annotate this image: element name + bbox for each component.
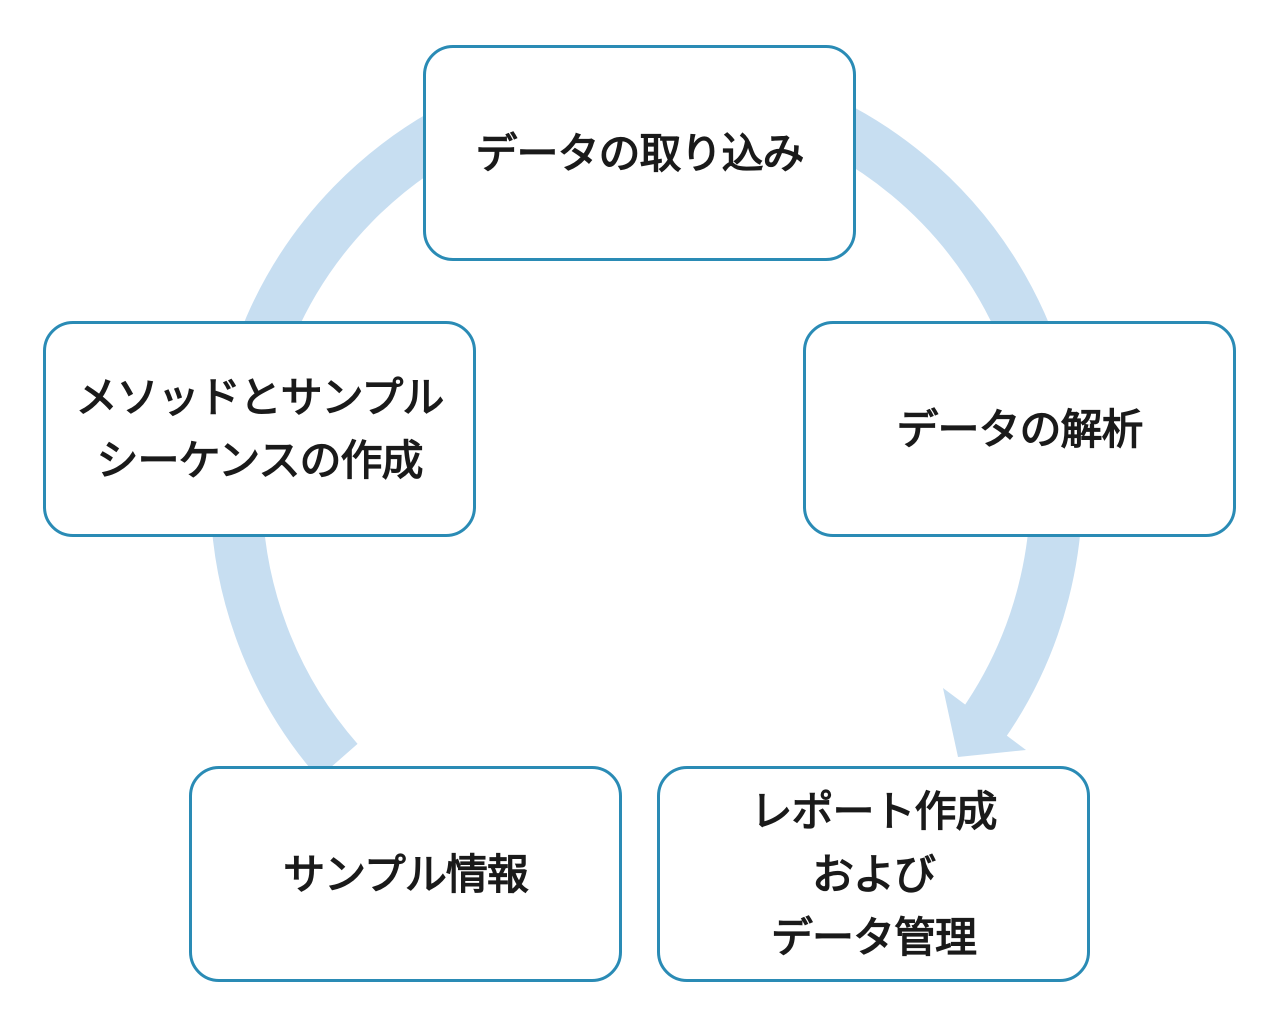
step-data-import: データの取り込み <box>423 45 856 261</box>
step-label-data-analysis: データの解析 <box>896 404 1143 454</box>
step-label-method-and-sequence-creation: メソッドとサンプル シーケンスの作成 <box>75 373 445 485</box>
step-report-and-data-management: レポート作成 および データ管理 <box>657 766 1090 982</box>
ring-arrowhead <box>943 688 1026 757</box>
step-method-and-sequence-creation: メソッドとサンプル シーケンスの作成 <box>43 321 476 537</box>
step-label-data-import: データの取り込み <box>475 128 804 178</box>
step-label-sample-information: サンプル情報 <box>283 849 529 899</box>
step-data-analysis: データの解析 <box>803 321 1236 537</box>
step-label-report-and-data-management: レポート作成 および データ管理 <box>750 786 997 962</box>
step-sample-information: サンプル情報 <box>189 766 622 982</box>
